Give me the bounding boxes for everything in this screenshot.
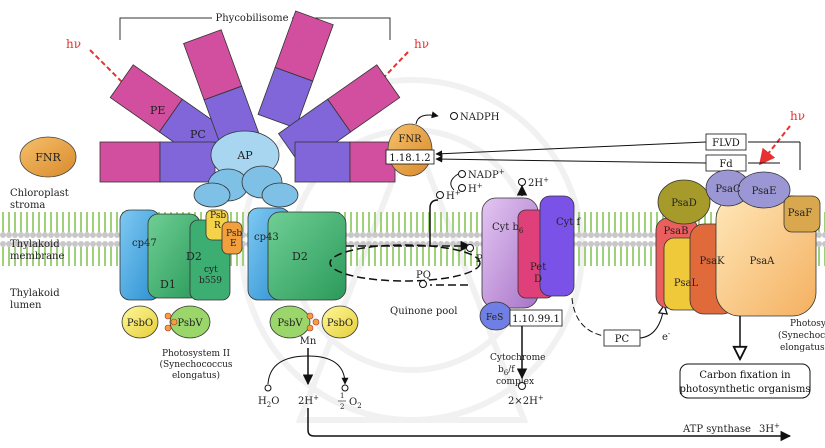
psaf-label: PsaF — [788, 208, 813, 219]
hv-label-left: hν — [66, 37, 81, 51]
psbv-right-label: PsbV — [277, 318, 303, 329]
psal-label: PsaL — [674, 278, 699, 289]
cyt-label: cyt — [204, 265, 218, 275]
pc-label: PC — [615, 334, 630, 345]
fnr-ec-label: 1.18.1.2 — [389, 153, 430, 164]
h2-label: 2H+ — [298, 394, 319, 407]
o2-frac-num: 1 — [340, 392, 344, 400]
psak-label: PsaK — [699, 256, 725, 267]
psii-caption-2: (Synechococcus — [159, 359, 232, 370]
psbo-left-label: PsbO — [127, 318, 153, 329]
nadp-label: NADP+ — [468, 168, 505, 181]
cp47-label: cp47 — [132, 238, 157, 249]
psii-caption-1: Photosystem II — [162, 349, 231, 359]
carbon-fixation-line2: photosynthetic organisms — [679, 384, 810, 395]
cytb6f-h-top: 2H+ — [528, 176, 549, 189]
quinone-pool-label: Quinone pool — [390, 306, 457, 317]
electron-carriers: FLVD Fd — [436, 134, 800, 171]
plastocyanin: PC e- — [572, 298, 671, 346]
o2-frac-den: 2 — [340, 403, 344, 411]
carbon-fixation-box: Carbon fixation in photosynthetic organi… — [679, 364, 810, 398]
pc-label: PC — [190, 128, 206, 141]
psbr-label: Psb — [210, 211, 226, 221]
psbe-label-2: E — [230, 239, 237, 249]
lumen-label-1: Thylakoid — [10, 288, 60, 299]
psae-label: PsaE — [752, 186, 777, 197]
psbe-label: Psb — [226, 229, 242, 239]
stroma-label-2: stroma — [10, 200, 45, 211]
phycobilisome-bracket: Phycobilisome — [120, 10, 390, 40]
flvd-label: FLVD — [712, 138, 740, 149]
phycobilisome-label: Phycobilisome — [216, 13, 289, 24]
stroma-label-1: Chloroplast — [10, 188, 69, 199]
cytb6f-caption-1: Cytochrome — [490, 353, 545, 363]
fnr-left-label: FNR — [35, 151, 61, 164]
pe-label: PE — [150, 104, 165, 117]
membrane-label-2: membrane — [10, 251, 64, 262]
psii-caption-3: elongatus) — [172, 370, 220, 381]
h2o-label: H2O — [258, 396, 279, 409]
psac-label: PsaC — [715, 184, 741, 195]
cytb6f-ec-label: 1.10.99.1 — [512, 314, 560, 325]
membrane-label-1: Thylakoid — [10, 239, 60, 250]
cytb6f-h-bottom: 2×2H+ — [508, 394, 544, 407]
fd-label: Fd — [719, 159, 733, 170]
photosystem-ii — [120, 208, 358, 338]
h-top-label: H+ — [446, 189, 461, 202]
fnr-left: FNR — [20, 137, 76, 177]
cytb6f-caption-3: complex — [496, 377, 534, 387]
ap-label: AP — [236, 149, 253, 162]
petd-label: Pet — [530, 262, 546, 273]
fnr-center-label: FNR — [398, 134, 422, 145]
water-splitting: H2O 2H+ 1 2 O2 — [258, 348, 362, 411]
mn-label: Mn — [300, 336, 317, 347]
fes-label: FeS — [486, 313, 503, 323]
petd-label-2: D — [534, 274, 542, 285]
light-arrow-right — [760, 126, 790, 164]
psbr-label-2: R — [214, 221, 221, 231]
h-plus-label: H+ — [468, 182, 483, 195]
nadph-label: NADPH — [460, 112, 500, 123]
psbo-right-label: PsbO — [327, 318, 353, 329]
cp43-label: cp43 — [254, 232, 279, 243]
d2-left-label: D2 — [186, 250, 202, 263]
lumen-label-2: lumen — [10, 300, 42, 311]
psi-caption-2: (Synechococcus — [778, 330, 825, 341]
hv-label-middle: hν — [414, 37, 429, 51]
d2-right-label: D2 — [292, 250, 308, 263]
psad-label: PsaD — [671, 198, 697, 209]
d1-label: D1 — [160, 278, 176, 291]
psab-label: PsaB — [664, 226, 689, 237]
light-right: hν — [760, 109, 805, 164]
psbv-left-label: PsbV — [177, 318, 203, 329]
b559-label: b559 — [199, 276, 222, 286]
psi-caption-1: Photosystem I — [790, 319, 825, 329]
e-minus-label: e- — [662, 330, 671, 343]
psi-caption-3: elongatus) — [780, 342, 825, 353]
pq-label: PQ — [416, 270, 431, 281]
psaa-label: PsaA — [750, 256, 776, 267]
cytf-label: Cyt f — [556, 217, 581, 228]
carbon-fixation-line1: Carbon fixation in — [699, 370, 791, 381]
hv-label-right: hν — [790, 109, 805, 123]
